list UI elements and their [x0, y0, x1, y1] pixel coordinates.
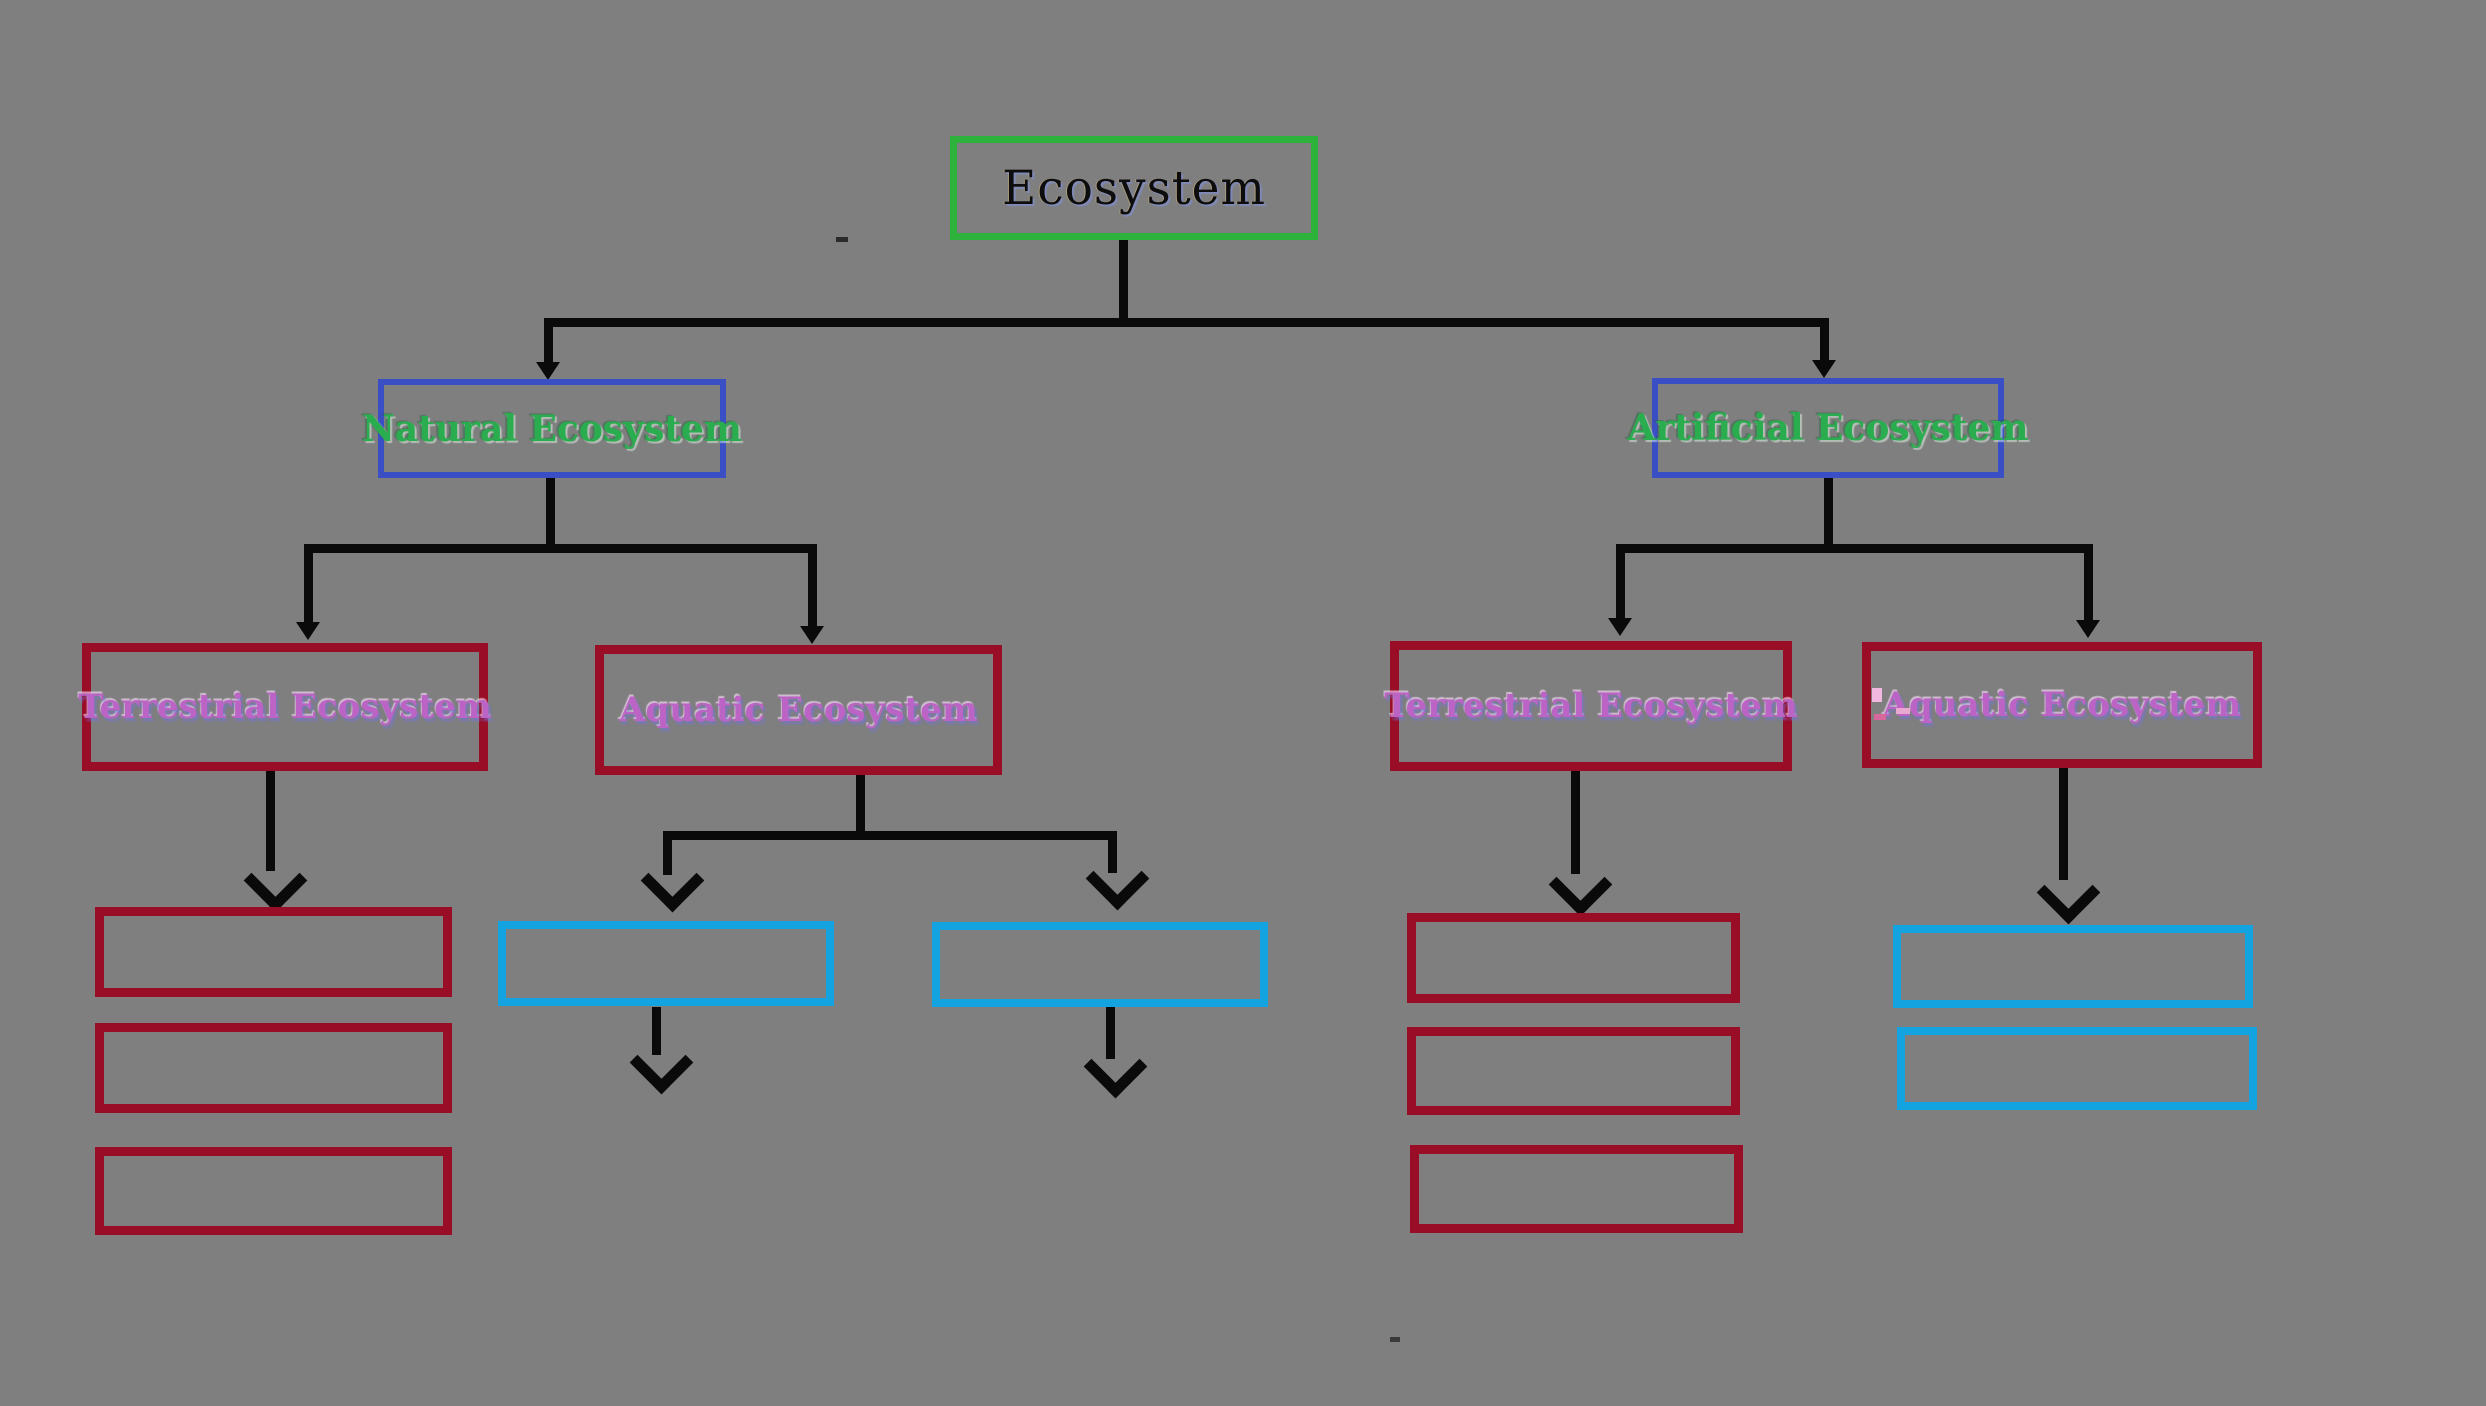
connector-natural-stem [546, 478, 555, 548]
node-aquatic-right-label: Aquatic Ecosystem [1882, 685, 2242, 725]
connector-drop-cyan2 [1108, 831, 1117, 873]
stray-mark-bottom [1390, 1337, 1400, 1342]
arrowhead-into-terrestrial-right [1608, 618, 1632, 636]
connector-aquatic-left-crossbar [663, 831, 1116, 840]
node-terrestrial-ecosystem-left: Terrestrial Ecosystem [78, 643, 492, 771]
connector-artificial-stem [1824, 478, 1833, 548]
connector-drop-aquatic-left [808, 544, 817, 630]
connector-level1-crossbar [544, 318, 1828, 327]
connector-drop-terrestrial-right [1616, 544, 1625, 624]
arrowhead-into-natural [536, 362, 560, 380]
arrowhead-cyan1 [640, 848, 705, 913]
node-aquatic-ecosystem-left: Aquatic Ecosystem [595, 645, 1002, 775]
node-ecosystem: Ecosystem [950, 136, 1318, 240]
node-natural-ecosystem-label: Natural Ecosystem [362, 407, 742, 450]
connector-drop-artificial [1820, 318, 1829, 366]
placeholder-box-artificial-terrestrial-2 [1407, 1027, 1740, 1115]
placeholder-box-artificial-terrestrial-3 [1410, 1145, 1743, 1233]
node-aquatic-left-label: Aquatic Ecosystem [619, 690, 978, 730]
arrowhead-into-artificial [1812, 360, 1836, 378]
connector-ecosystem-stem [1119, 240, 1128, 322]
arrowhead-into-aquatic-right [2076, 620, 2100, 638]
connector-drop-aquatic-right [2084, 544, 2093, 626]
connector-drop-cyan1 [663, 831, 672, 875]
stray-mark-aquatic-right-2 [1874, 714, 1886, 720]
arrowhead-terrestrial-right [1548, 852, 1613, 917]
stray-mark-top [836, 237, 848, 242]
node-aquatic-ecosystem-right: Aquatic Ecosystem [1862, 642, 2262, 768]
arrowhead-cyan2 [1085, 846, 1150, 911]
node-artificial-ecosystem: Artificial Ecosystem [1628, 378, 2028, 478]
placeholder-box-natural-terrestrial-2 [95, 1023, 452, 1113]
connector-aquatic-right-down [2059, 768, 2068, 880]
placeholder-box-artificial-aquatic-2 [1897, 1027, 2257, 1110]
placeholder-box-artificial-terrestrial-1 [1407, 913, 1740, 1003]
connector-drop-terrestrial-left [304, 544, 313, 628]
placeholder-box-natural-terrestrial-3 [95, 1147, 452, 1235]
node-terrestrial-right-label: Terrestrial Ecosystem [1384, 686, 1798, 726]
node-terrestrial-left-label: Terrestrial Ecosystem [78, 687, 492, 727]
arrowhead-below-cyan1 [629, 1030, 694, 1095]
connector-below-cyan1 [652, 1007, 661, 1055]
connector-natural-crossbar [304, 544, 816, 553]
connector-aquatic-left-stem [856, 775, 865, 835]
arrowhead-into-terrestrial-left [296, 622, 320, 640]
connector-below-cyan2 [1106, 1007, 1115, 1059]
placeholder-box-natural-aquatic-2 [932, 922, 1268, 1007]
connector-drop-natural [544, 318, 553, 368]
arrowhead-terrestrial-left [243, 848, 308, 913]
placeholder-box-artificial-aquatic-1 [1893, 925, 2253, 1008]
placeholder-box-natural-aquatic-1 [498, 921, 834, 1006]
arrowhead-into-aquatic-left [800, 626, 824, 644]
stray-mark-aquatic-right-1 [1872, 688, 1882, 702]
stray-mark-aquatic-right-3 [1896, 708, 1910, 714]
node-natural-ecosystem: Natural Ecosystem [362, 379, 742, 478]
connector-artificial-crossbar [1616, 544, 2092, 553]
connector-terrestrial-right-down [1571, 770, 1580, 874]
node-terrestrial-ecosystem-right: Terrestrial Ecosystem [1384, 641, 1798, 771]
arrowhead-below-cyan2 [1083, 1034, 1148, 1099]
placeholder-box-natural-terrestrial-1 [95, 907, 452, 997]
arrowhead-aquatic-right [2036, 860, 2101, 925]
node-artificial-ecosystem-label: Artificial Ecosystem [1627, 407, 2029, 449]
node-ecosystem-label: Ecosystem [1002, 160, 1266, 216]
connector-terrestrial-left-down [266, 771, 275, 871]
